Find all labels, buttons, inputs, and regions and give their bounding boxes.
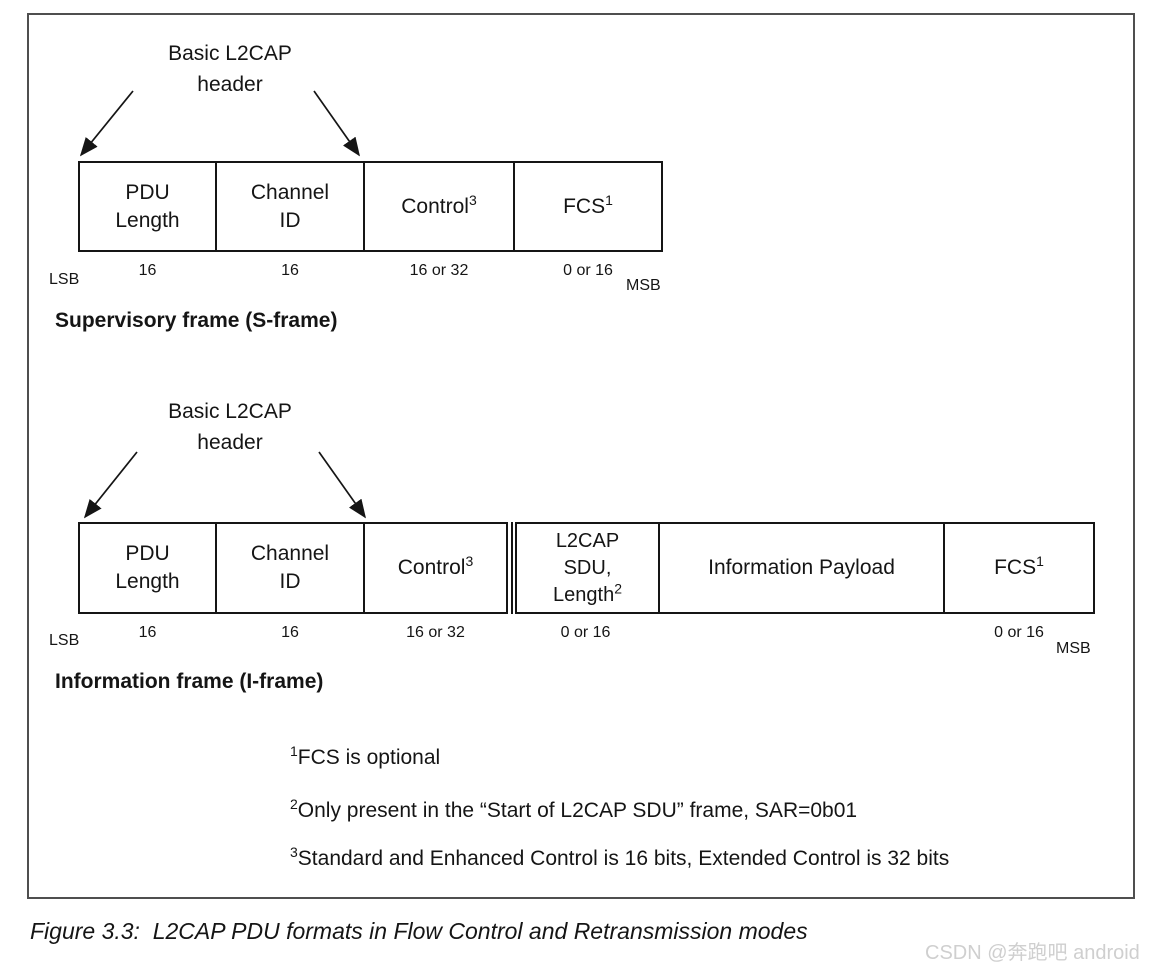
sframe-bitwidth-control: 16 or 32 [409,262,469,279]
sframe-cell-pdu-length: PDU Length [78,161,217,252]
iframe-msb-label: MSB [1056,640,1091,657]
figure-caption: Figure 3.3: L2CAP PDU formats in Flow Co… [30,918,808,944]
sframe-msb-label: MSB [626,277,661,294]
footnote-ref-2: 2 [614,579,622,596]
sframe-basic-l2cap-header-label: Basic L2CAP header [168,42,292,96]
iframe-cell-channel-id-label: Channel ID [250,542,330,593]
iframe-cell-pdu-length-label: PDU Length [115,542,180,593]
iframe-basic-l2cap-header-label: Basic L2CAP header [168,400,292,454]
sframe-cell-fcs: FCS1 [513,161,663,252]
footnote-3: 3Standard and Enhanced Control is 16 bit… [290,844,950,871]
csdn-watermark: CSDN @奔跑吧 android [925,942,1140,964]
iframe-cell-information-payload-label: Information Payload [708,556,895,579]
footnote-1: 1FCS is optional [290,743,441,770]
iframe-cell-fcs-label: FCS1 [994,553,1044,579]
sframe-cell-control-label: Control3 [401,191,477,218]
figure-border [27,13,1135,899]
iframe-cell-information-payload: Information Payload [658,522,945,614]
iframe-bitwidth-fcs: 0 or 16 [994,624,1044,641]
sframe-title: Supervisory frame (S-frame) [55,309,338,332]
footnote-2-text: Only present in the “Start of L2CAP SDU”… [297,799,858,822]
iframe-cell-l2cap-sdu-length: L2CAP SDU, Length2 [515,522,660,614]
iframe-cell-pdu-length: PDU Length [78,522,217,614]
footnote-ref-3: 3 [465,553,474,569]
footnote-1-marker: 1 [290,743,298,759]
sframe-bitwidth-fcs: 0 or 16 [563,262,613,279]
footnote-3-text: Standard and Enhanced Control is 16 bits… [297,847,950,870]
footnote-2-marker: 2 [290,796,298,812]
iframe-bitwidth-l2cap-sdu-length: 0 or 16 [560,624,611,641]
sframe-cell-channel-id: Channel ID [215,161,365,252]
footnote-2: 2Only present in the “Start of L2CAP SDU… [290,796,858,823]
iframe-bitwidth-channel-id: 16 [281,624,299,641]
footnote-ref-3: 3 [468,191,477,208]
iframe-bitwidth-control: 16 or 32 [406,624,465,641]
iframe-lsb-label: LSB [49,632,80,649]
iframe-title: Information frame (I-frame) [55,670,324,693]
sframe-cell-fcs-label: FCS1 [563,191,613,218]
footnote-ref-1: 1 [605,191,613,208]
sframe-bitwidth-pdu-length: 16 [138,262,157,279]
iframe-cell-channel-id: Channel ID [215,522,365,614]
sframe-bitwidth-channel-id: 16 [281,262,299,279]
footnote-ref-1: 1 [1036,553,1044,569]
iframe-cell-fcs: FCS1 [943,522,1095,614]
sframe-lsb-label: LSB [49,271,80,288]
iframe-bitwidth-pdu-length: 16 [138,624,157,641]
iframe-cell-control: Control3 [363,522,508,614]
sframe-cell-control: Control3 [363,161,515,252]
iframe-cell-control-label: Control3 [397,553,474,579]
conditional-field-divider [511,522,513,614]
sframe-cell-channel-id-label: Channel ID [250,180,330,232]
sframe-cell-pdu-length-label: PDU Length [115,180,180,232]
footnote-3-marker: 3 [290,844,298,860]
iframe-cell-l2cap-sdu-length-label: L2CAP SDU, Length2 [553,529,622,606]
footnote-1-text: FCS is optional [297,746,441,769]
